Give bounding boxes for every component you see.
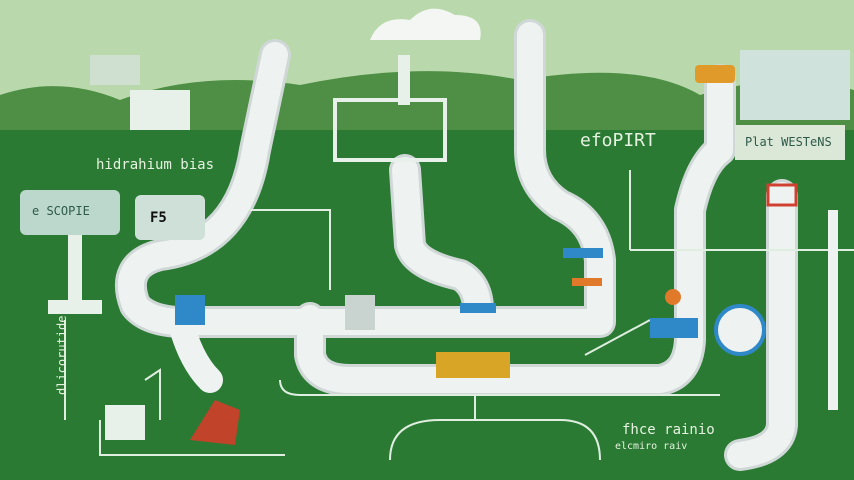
red-valve xyxy=(766,183,798,207)
worker xyxy=(190,400,240,445)
left-box xyxy=(20,190,120,235)
chimney xyxy=(398,55,410,105)
cloud xyxy=(370,8,481,40)
cap xyxy=(695,65,735,83)
orange-band xyxy=(572,278,602,286)
control-panel xyxy=(130,90,190,130)
gauge xyxy=(665,289,681,305)
label-left-box: e SCOPIE xyxy=(32,204,90,218)
right-panel xyxy=(740,50,850,120)
machine xyxy=(105,405,145,440)
label-tank: F5 xyxy=(150,210,167,226)
label-bottom-right-sub: elcmiro raiv xyxy=(615,441,688,452)
blue-band-2 xyxy=(563,248,603,258)
label-bottom-right: fhce rainio xyxy=(622,422,715,438)
right-post xyxy=(828,210,838,410)
factory-frame xyxy=(333,98,447,162)
yellow-block xyxy=(436,352,510,378)
label-left-vertical: dlicorutide xyxy=(55,315,69,395)
pump-wheel xyxy=(714,304,766,356)
tank xyxy=(135,195,205,240)
label-top-left: hidrahium bias xyxy=(96,157,215,173)
blue-band xyxy=(460,303,496,313)
valve-gray xyxy=(345,295,375,330)
left-base xyxy=(48,300,102,314)
right-panel-base xyxy=(735,125,845,160)
monitor xyxy=(90,55,140,85)
label-center-right: efoPIRT xyxy=(580,130,656,151)
blue-valve-right xyxy=(650,318,698,338)
label-right-panel: Plat WESTeNS xyxy=(745,135,832,149)
left-post xyxy=(68,235,82,305)
valve-blue xyxy=(175,295,205,325)
wires xyxy=(64,170,854,461)
